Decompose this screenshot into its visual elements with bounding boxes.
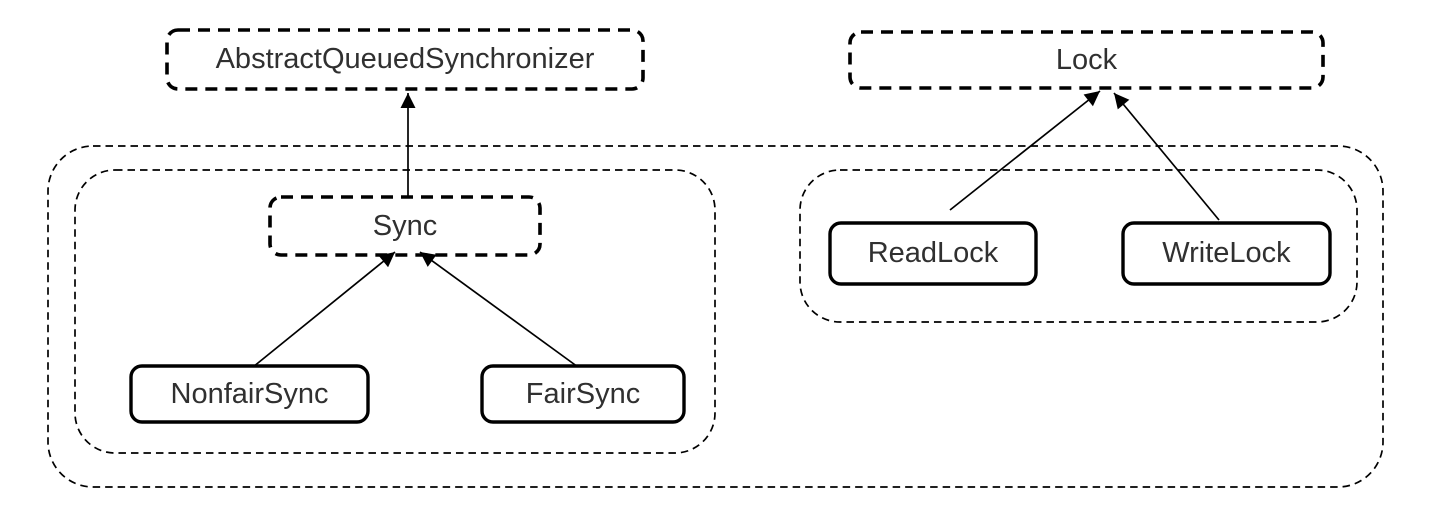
node-aqs-border	[165, 28, 645, 91]
node-sync-border	[268, 195, 542, 257]
node-lock-border	[848, 30, 1325, 90]
edge-readlock-to-lock	[949, 90, 1101, 211]
edge-fairsync-to-sync	[419, 251, 579, 368]
node-lock: Lock	[1055, 43, 1118, 76]
node-fairsync: FairSync	[525, 377, 641, 410]
node-writelock: WriteLock	[1162, 237, 1291, 269]
edge-nonfairsync-to-sync	[252, 251, 396, 368]
node-readlock-border	[828, 221, 1038, 286]
edge-writelock-to-lock	[1113, 92, 1220, 221]
node-fairsync-border	[480, 364, 686, 424]
node-writelock-border	[1121, 221, 1332, 286]
lock-group-border	[799, 169, 1358, 323]
sync-group-border	[74, 169, 716, 454]
outer-group-border	[47, 145, 1384, 488]
node-sync: Sync	[372, 209, 438, 242]
node-abstractqueuedsynchronizer: AbstractQueuedSynchronizer	[215, 43, 595, 75]
node-readlock: ReadLock	[867, 237, 999, 269]
node-nonfairsync: NonfairSync	[170, 377, 329, 410]
node-nonfairsync-border	[129, 364, 370, 424]
